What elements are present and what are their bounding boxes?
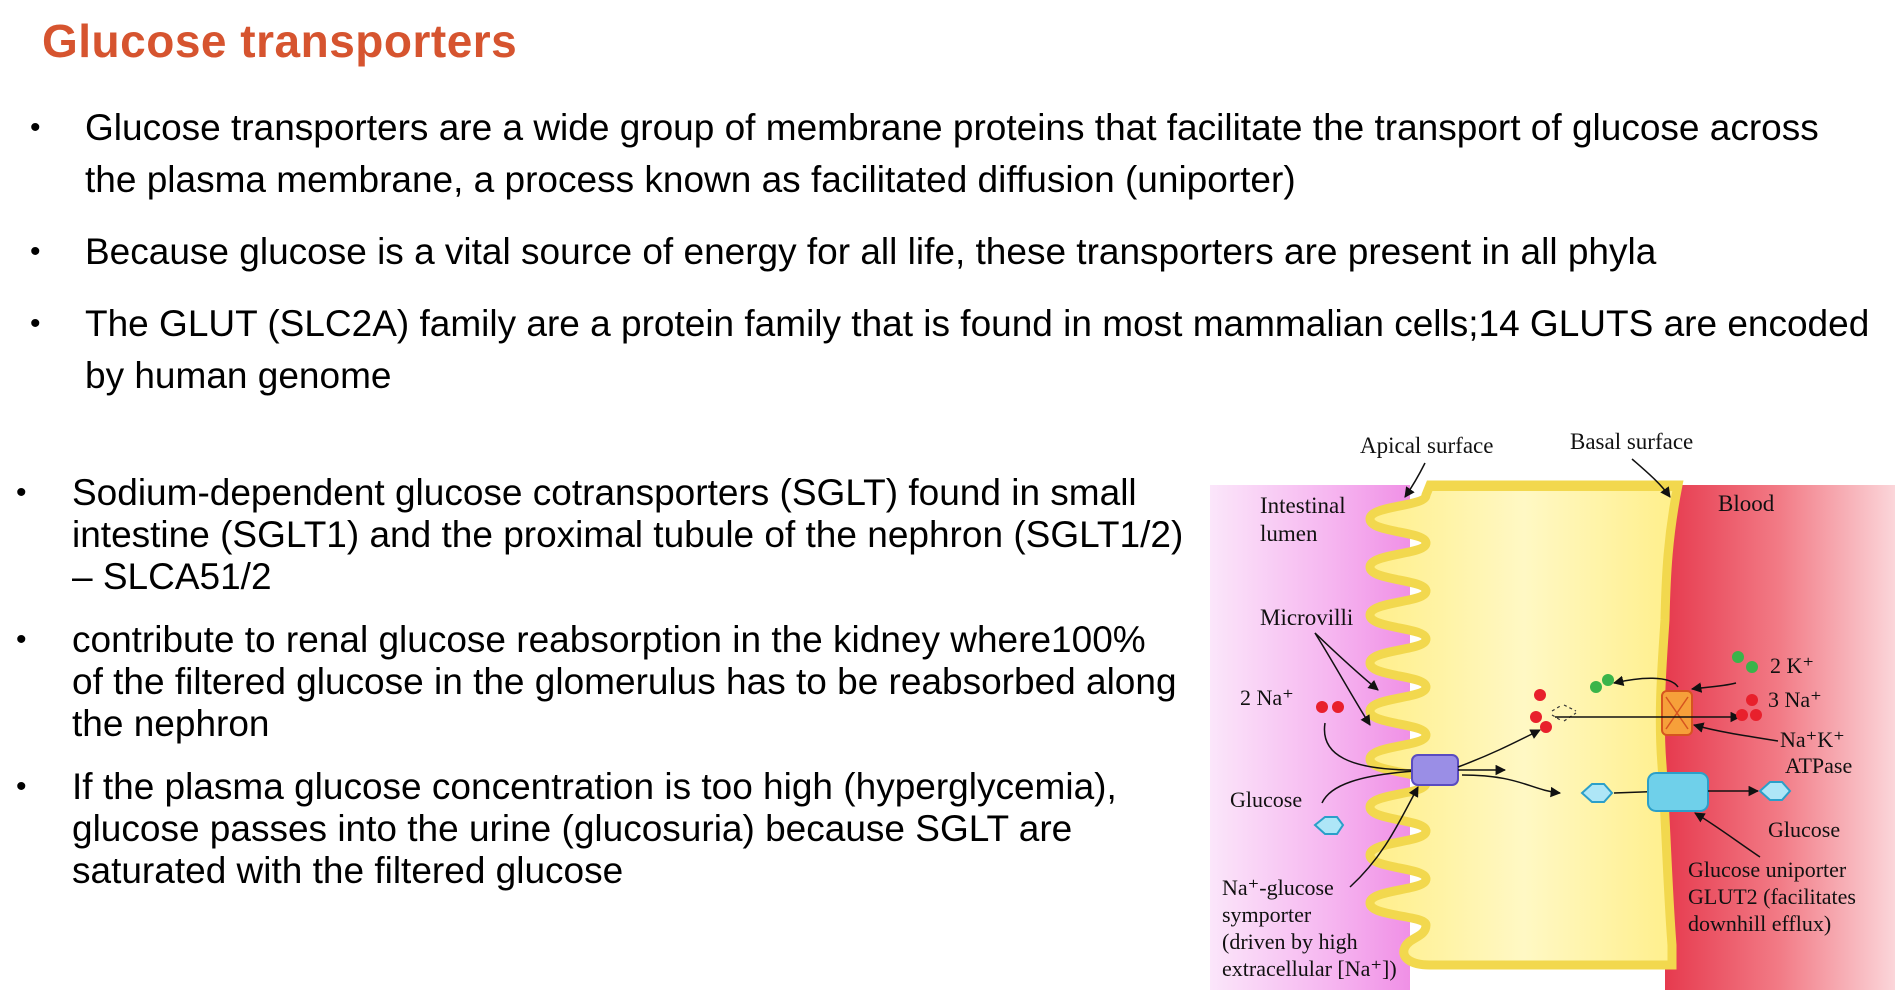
symporter-label: extracellular [Na⁺])	[1222, 956, 1397, 981]
microvilli-label: Microvilli	[1260, 605, 1353, 630]
epithelial-cell	[1365, 480, 1684, 970]
bullet-marker: •	[30, 307, 41, 340]
bullet-text: The GLUT (SLC2A) family are a protein fa…	[85, 303, 1870, 396]
bullet-item: • Glucose transporters are a wide group o…	[30, 102, 1880, 206]
bullet-text: Sodium-dependent glucose cotransporters …	[72, 472, 1184, 597]
symporter-label: symporter	[1222, 902, 1312, 927]
glucose-left-label: Glucose	[1230, 787, 1302, 812]
uniporter-label: GLUT2 (facilitates	[1688, 884, 1856, 909]
blood-region	[1665, 485, 1895, 990]
bullet-marker: •	[30, 111, 41, 144]
glut2-uniporter	[1647, 772, 1709, 812]
na-glucose-symporter	[1411, 754, 1459, 786]
potassium-ion	[1590, 681, 1602, 693]
lumen-label: Intestinal	[1260, 493, 1346, 518]
sodium-left-label: 2 Na⁺	[1240, 685, 1294, 710]
bullet-text: If the plasma glucose concentration is t…	[72, 766, 1117, 891]
bullet-item: • If the plasma glucose concentration is …	[16, 766, 1186, 892]
bullet-text: contribute to renal glucose reabsorption…	[72, 619, 1177, 744]
sodium-ion	[1746, 694, 1758, 706]
bottom-bullet-list: • Sodium-dependent glucose cotransporters…	[16, 472, 1186, 913]
slide-title: Glucose transporters	[42, 15, 518, 67]
top-bullet-list: • Glucose transporters are a wide group o…	[30, 102, 1880, 422]
bullet-item: • The GLUT (SLC2A) family are a protein f…	[30, 298, 1880, 402]
potassium-ion	[1732, 651, 1744, 663]
uniporter-label: downhill efflux)	[1688, 911, 1831, 936]
bullet-item: • Because glucose is a vital source of en…	[30, 226, 1880, 278]
potassium-ion	[1602, 674, 1614, 686]
glucose-right-label: Glucose	[1768, 817, 1840, 842]
bullet-text: Because glucose is a vital source of ene…	[85, 231, 1657, 272]
sodium-ion	[1316, 701, 1328, 713]
glucose-molecule	[1758, 781, 1792, 801]
sodium-right-label: 3 Na⁺	[1768, 687, 1822, 712]
uniporter-label: Glucose uniporter	[1688, 857, 1847, 882]
bullet-marker: •	[16, 476, 27, 509]
potassium-ion	[1746, 661, 1758, 673]
bullet-item: • contribute to renal glucose reabsorptio…	[16, 619, 1186, 745]
sodium-ion	[1750, 709, 1762, 721]
lumen-label: lumen	[1260, 521, 1318, 546]
apical-surface-label: Apical surface	[1360, 433, 1493, 458]
atpase-label: ATPase	[1785, 753, 1852, 778]
potassium-right-label: 2 K⁺	[1770, 653, 1814, 678]
sodium-ion	[1534, 689, 1546, 701]
bullet-marker: •	[30, 235, 41, 268]
bullet-marker: •	[16, 623, 27, 656]
sodium-ion	[1530, 711, 1542, 723]
glucose-molecule	[1313, 816, 1345, 835]
sodium-ion	[1332, 701, 1344, 713]
bullet-item: • Sodium-dependent glucose cotransporters…	[16, 472, 1186, 598]
bullet-marker: •	[16, 770, 27, 803]
bullet-text: Glucose transporters are a wide group of…	[85, 107, 1819, 200]
blood-label: Blood	[1718, 491, 1775, 516]
atpase-label: Na⁺K⁺	[1780, 727, 1845, 752]
sodium-ion	[1736, 709, 1748, 721]
glucose-molecule	[1580, 783, 1614, 803]
symporter-label: Na⁺-glucose	[1222, 875, 1334, 900]
symporter-label: (driven by high	[1222, 929, 1358, 954]
sodium-ion	[1540, 721, 1552, 733]
basal-surface-label: Basal surface	[1570, 429, 1693, 454]
intestinal-cell-transport-diagram: Apical surface Basal surface Intestinal …	[1210, 429, 1895, 990]
